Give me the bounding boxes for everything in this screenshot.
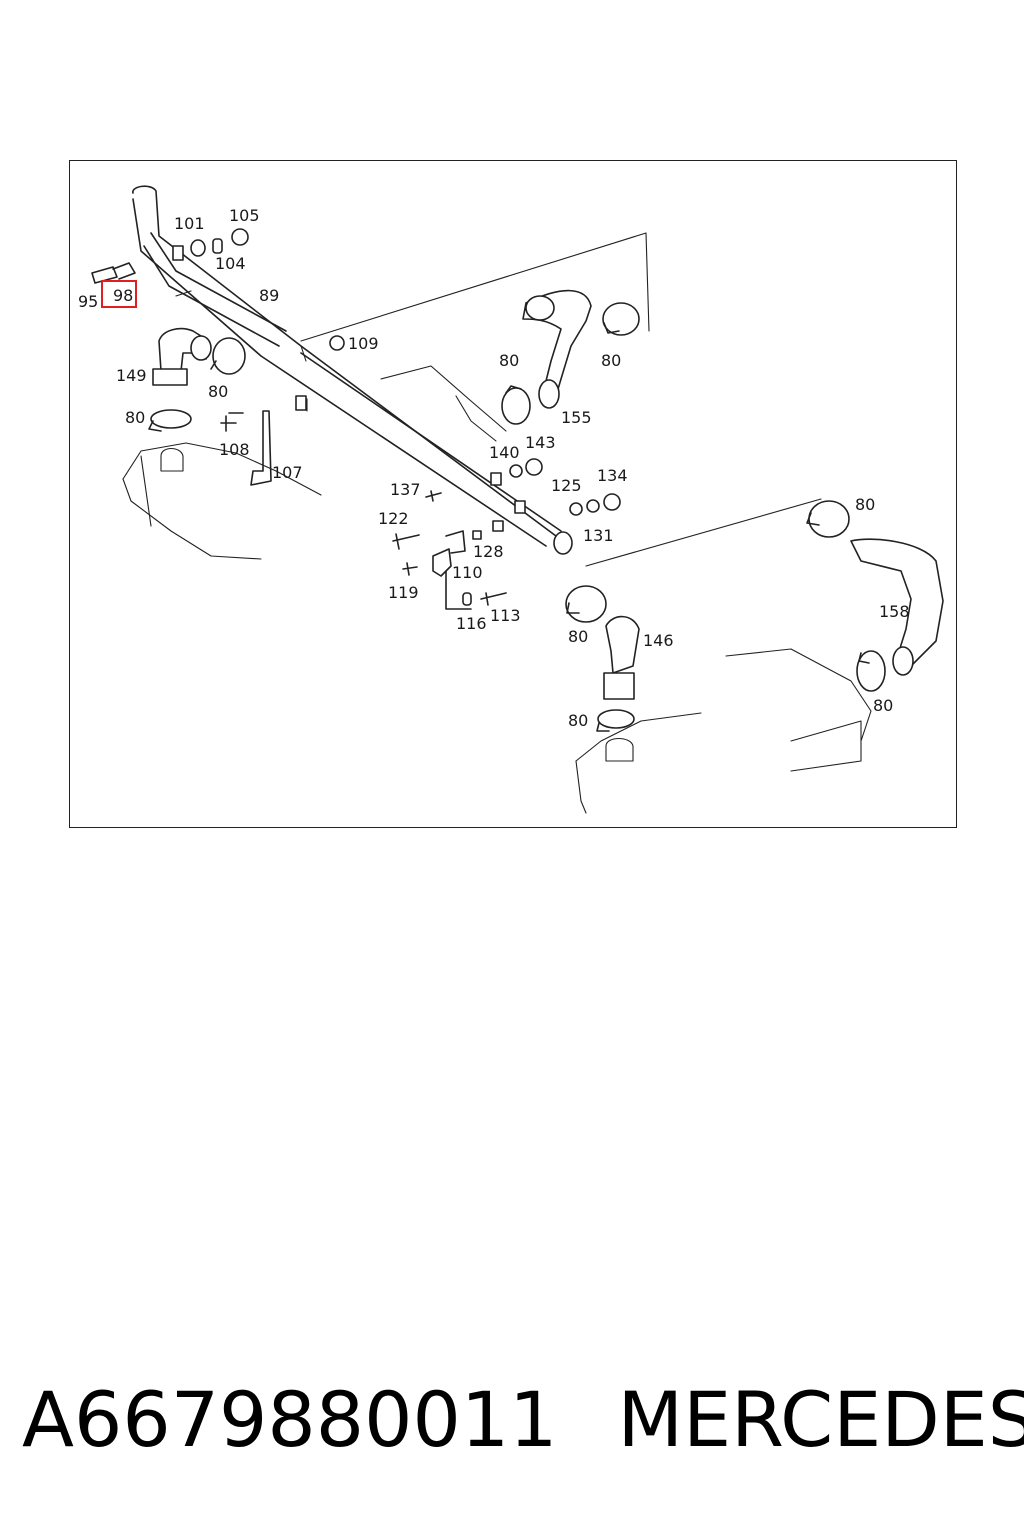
- coolant-pipe-89: [132, 185, 573, 555]
- label-80-g: 80: [855, 495, 875, 514]
- label-116: 116: [456, 614, 487, 633]
- label-131: 131: [583, 526, 614, 545]
- hose-158: [806, 500, 944, 692]
- hardware-parts: [91, 228, 621, 610]
- label-107: 107: [272, 463, 303, 482]
- label-128: 128: [473, 542, 504, 561]
- label-80-h: 80: [873, 696, 893, 715]
- label-80-e: 80: [568, 627, 588, 646]
- label-101: 101: [174, 214, 205, 233]
- parts-diagram: 101 105 104 89 95 98 149 80 80 109 80 80…: [78, 185, 944, 814]
- label-95: 95: [78, 292, 98, 311]
- hose-155: [501, 289, 640, 425]
- hose-146: [565, 585, 640, 732]
- label-105: 105: [229, 206, 260, 225]
- highlight-box: [101, 280, 137, 308]
- label-149: 149: [116, 366, 147, 385]
- engine-outline-left: [122, 232, 650, 560]
- label-110: 110: [452, 563, 483, 582]
- label-80-d: 80: [601, 351, 621, 370]
- label-80-b: 80: [125, 408, 145, 427]
- label-119: 119: [388, 583, 419, 602]
- label-80-f: 80: [568, 711, 588, 730]
- label-140: 140: [489, 443, 520, 462]
- diagram-frame: 101 105 104 89 95 98 149 80 80 109 80 80…: [69, 160, 957, 828]
- engine-outline-right: [575, 498, 872, 814]
- label-143: 143: [525, 433, 556, 452]
- label-109: 109: [348, 334, 379, 353]
- part-caption: A6679880011 MERCEDES: [22, 1370, 1024, 1470]
- label-98: 98: [113, 286, 133, 305]
- label-122: 122: [378, 509, 409, 528]
- label-125: 125: [551, 476, 582, 495]
- label-104: 104: [215, 254, 246, 273]
- clamp-80-left: [148, 337, 246, 432]
- hose-149: [152, 327, 212, 386]
- part-number: A6679880011: [22, 1375, 558, 1464]
- label-80-a: 80: [208, 382, 228, 401]
- label-155: 155: [561, 408, 592, 427]
- label-134: 134: [597, 466, 628, 485]
- label-146: 146: [643, 631, 674, 650]
- label-137: 137: [390, 480, 421, 499]
- label-80-c: 80: [499, 351, 519, 370]
- label-158: 158: [879, 602, 910, 621]
- label-113: 113: [490, 606, 521, 625]
- callout-labels: 101 105 104 89 95 98 149 80 80 109 80 80…: [78, 206, 910, 730]
- brand-name: MERCEDES: [617, 1375, 1024, 1464]
- label-89: 89: [259, 286, 279, 305]
- label-108: 108: [219, 440, 250, 459]
